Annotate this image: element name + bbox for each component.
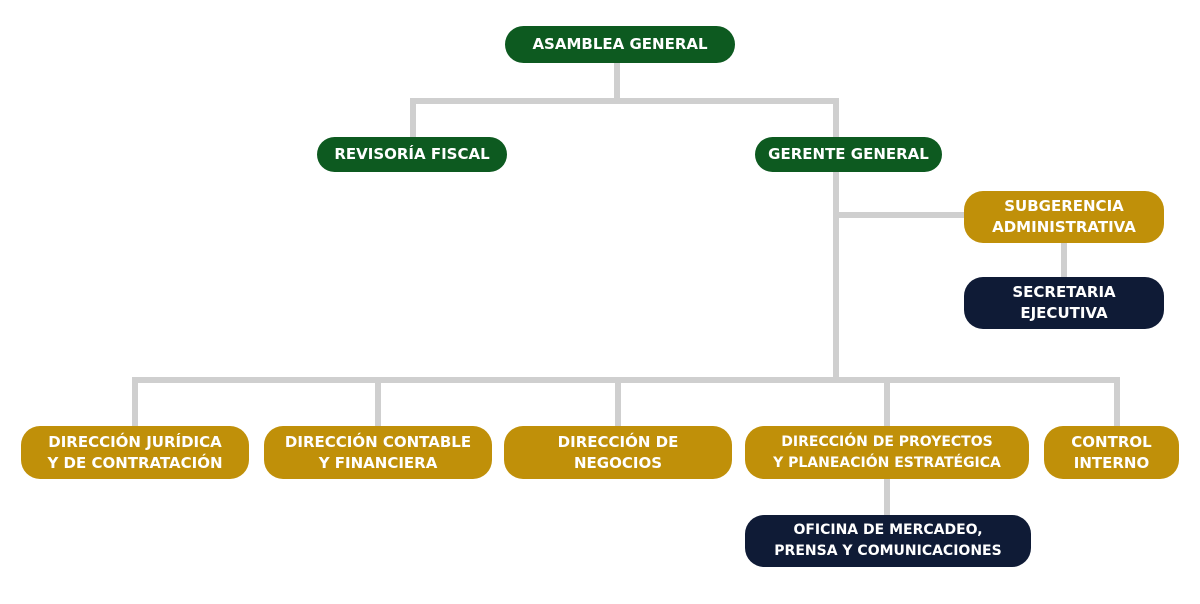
node-label-line: CONTROL <box>1071 432 1152 451</box>
node-label-line: SUBGERENCIA <box>1004 197 1124 215</box>
node-direccion-juridica: DIRECCIÓN JURÍDICA Y DE CONTRATACIÓN <box>21 426 249 479</box>
node-label-line: DIRECCIÓN DE PROYECTOS <box>781 433 993 450</box>
node-label-line: OFICINA DE MERCADEO, <box>793 522 983 538</box>
node-label-line: GERENTE GENERAL <box>768 145 929 163</box>
node-label-line: Y DE CONTRATACIÓN <box>47 453 223 472</box>
node-direccion-negocios: DIRECCIÓN DE NEGOCIOS <box>504 426 732 479</box>
node-label-line: INTERNO <box>1073 453 1150 472</box>
node-label-line: DIRECCIÓN JURÍDICA <box>48 432 222 451</box>
node-label-line: ADMINISTRATIVA <box>992 218 1136 236</box>
node-label-line: Y FINANCIERA <box>318 453 438 472</box>
node-label-line: Y PLANEACIÓN ESTRATÉGICA <box>773 454 1001 471</box>
node-label-line: NEGOCIOS <box>573 453 662 472</box>
node-control-interno: CONTROL INTERNO <box>1044 426 1179 479</box>
node-secretaria-ejecutiva: SECRETARIA EJECUTIVA <box>964 277 1164 329</box>
node-oficina-mercadeo: OFICINA DE MERCADEO, PRENSA Y COMUNICACI… <box>745 515 1031 567</box>
node-label-line: REVISORÍA FISCAL <box>334 145 490 163</box>
node-label-line: DIRECCIÓN CONTABLE <box>284 432 472 451</box>
node-label-line: EJECUTIVA <box>1020 304 1108 322</box>
node-subgerencia-administrativa: SUBGERENCIA ADMINISTRATIVA <box>964 191 1164 243</box>
node-label-line: PRENSA Y COMUNICACIONES <box>774 543 1002 559</box>
node-direccion-contable: DIRECCIÓN CONTABLE Y FINANCIERA <box>264 426 492 479</box>
node-direccion-proyectos: DIRECCIÓN DE PROYECTOS Y PLANEACIÓN ESTR… <box>745 426 1029 479</box>
node-revisoria-fiscal: REVISORÍA FISCAL <box>317 137 507 172</box>
node-label-line: ASAMBLEA GENERAL <box>532 35 708 53</box>
node-label-line: DIRECCIÓN DE <box>557 432 679 451</box>
node-asamblea-general: ASAMBLEA GENERAL <box>505 26 735 63</box>
node-gerente-general: GERENTE GENERAL <box>755 137 942 172</box>
node-label-line: SECRETARIA <box>1012 283 1116 301</box>
